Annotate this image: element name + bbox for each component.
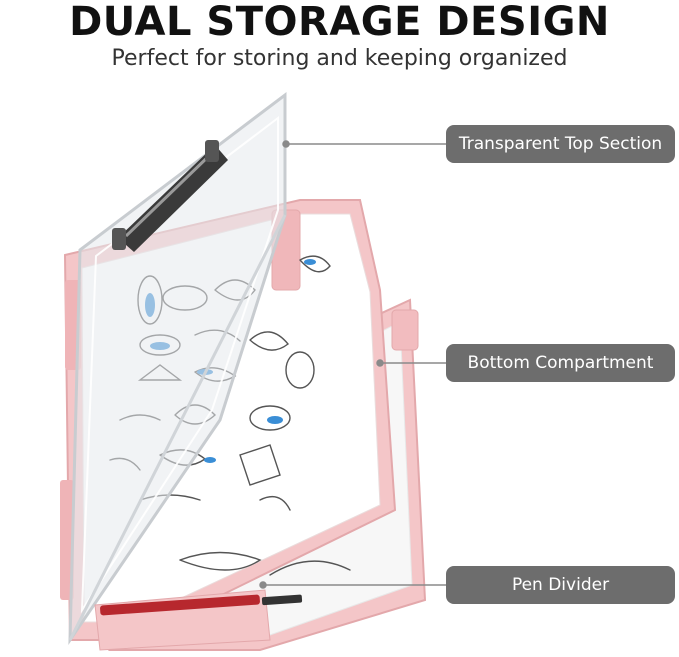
pen-divider bbox=[94, 589, 303, 651]
callout-leader-lines bbox=[259, 140, 446, 589]
clip-icon bbox=[112, 140, 228, 252]
headline: DUAL STORAGE DESIGN bbox=[69, 0, 610, 45]
callout-pen-divider: Pen Divider bbox=[446, 566, 675, 604]
subheadline: Perfect for storing and keeping organize… bbox=[111, 46, 568, 71]
callout-bottom-compartment: Bottom Compartment bbox=[446, 344, 675, 382]
callout-transparent-top-section: Transparent Top Section bbox=[446, 125, 675, 163]
